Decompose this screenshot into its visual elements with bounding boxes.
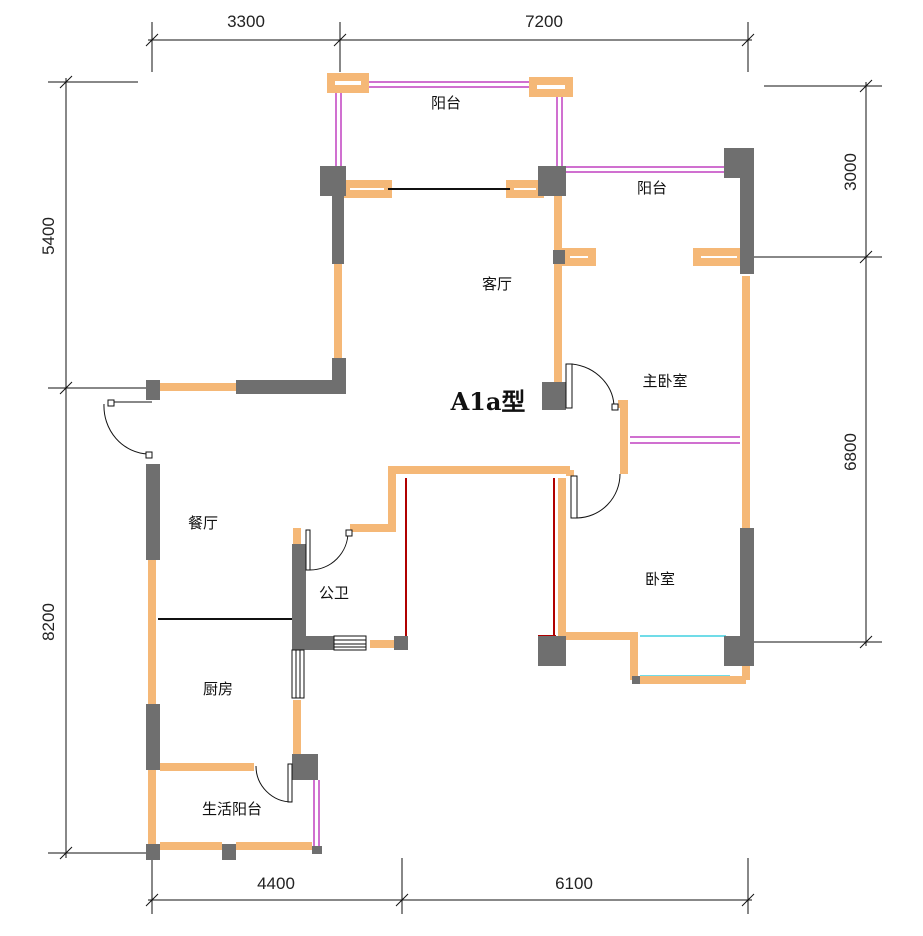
dim-bottom-right: 6100 bbox=[555, 874, 593, 893]
label-bathroom: 公卫 bbox=[319, 584, 349, 602]
detail-lines bbox=[158, 188, 510, 699]
label-balcony-top: 阳台 bbox=[431, 94, 461, 112]
doors bbox=[103, 363, 621, 803]
label-living-room: 客厅 bbox=[482, 275, 512, 293]
wall-lines-red bbox=[405, 478, 556, 648]
dimension-lines bbox=[48, 22, 882, 914]
label-utility-balcony: 生活阳台 bbox=[202, 800, 262, 818]
dim-left-lower: 8200 bbox=[39, 603, 58, 641]
glass-window bbox=[640, 635, 730, 681]
label-balcony-right: 阳台 bbox=[637, 179, 667, 197]
dim-bottom-left: 4400 bbox=[257, 874, 295, 893]
dim-right-lower: 6800 bbox=[841, 433, 860, 471]
dim-top-left: 3300 bbox=[227, 12, 265, 31]
window-frames bbox=[148, 73, 750, 850]
label-master-bedroom: 主卧室 bbox=[642, 372, 687, 390]
label-kitchen: 厨房 bbox=[203, 680, 233, 698]
dim-top-right: 7200 bbox=[525, 12, 563, 31]
label-dining-room: 餐厅 bbox=[188, 514, 218, 532]
plan-title: A1a型 bbox=[450, 387, 526, 416]
dim-left-upper: 5400 bbox=[39, 217, 58, 255]
balcony-rails bbox=[313, 81, 740, 848]
dim-right-upper: 3000 bbox=[841, 153, 860, 191]
structural-walls bbox=[146, 148, 754, 860]
label-bedroom: 卧室 bbox=[645, 570, 675, 588]
